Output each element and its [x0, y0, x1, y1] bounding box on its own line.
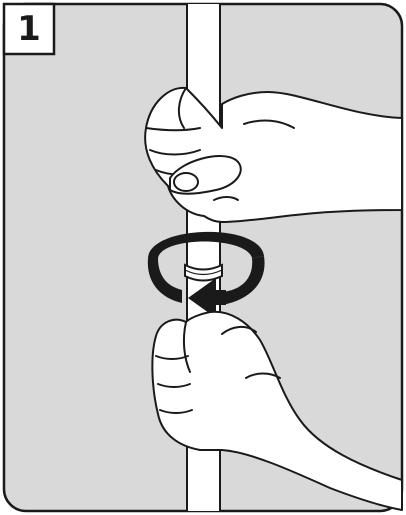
step-number: 1: [4, 4, 54, 54]
